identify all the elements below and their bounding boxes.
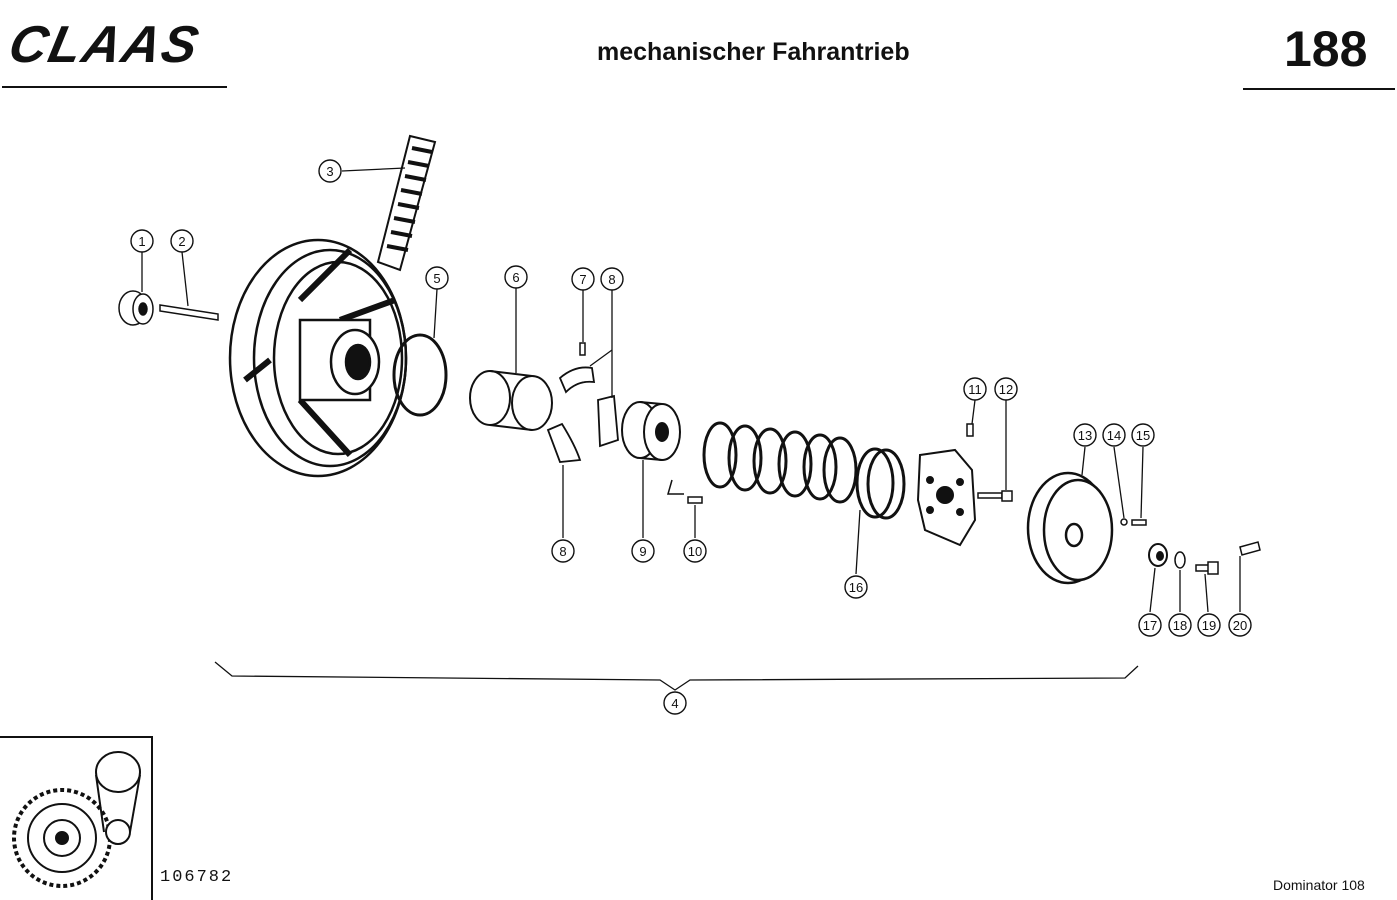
callout-8-bottom: 8 bbox=[551, 539, 575, 563]
svg-text:14: 14 bbox=[1107, 428, 1121, 443]
part-2-key bbox=[159, 304, 219, 321]
callout-16: 16 bbox=[844, 575, 868, 599]
location-thumbnail bbox=[12, 751, 141, 888]
callout-7: 7 bbox=[571, 267, 595, 291]
part-17-bearing bbox=[1148, 543, 1168, 567]
svg-text:2: 2 bbox=[178, 234, 185, 249]
compression-spring bbox=[702, 421, 858, 504]
svg-text:13: 13 bbox=[1078, 428, 1092, 443]
svg-text:17: 17 bbox=[1143, 618, 1157, 633]
callout-4: 4 bbox=[663, 691, 687, 715]
callout-17: 17 bbox=[1138, 613, 1162, 637]
header-rule-left bbox=[2, 86, 227, 88]
callout-11: 11 bbox=[963, 377, 987, 401]
svg-text:20: 20 bbox=[1233, 618, 1247, 633]
callout-14: 14 bbox=[1102, 423, 1126, 447]
part-5-o-ring bbox=[392, 333, 448, 417]
svg-text:5: 5 bbox=[433, 271, 440, 286]
svg-text:18: 18 bbox=[1173, 618, 1187, 633]
svg-text:9: 9 bbox=[639, 544, 646, 559]
part-7-pin bbox=[579, 342, 586, 356]
callout-3: 3 bbox=[318, 159, 342, 183]
page-title: mechanischer Fahrantrieb bbox=[597, 38, 910, 66]
svg-text:4: 4 bbox=[671, 696, 678, 711]
model-label: Dominator 108 bbox=[1273, 877, 1365, 893]
part-8-segments bbox=[546, 366, 619, 463]
part-6-sleeve bbox=[469, 370, 553, 431]
svg-text:16: 16 bbox=[849, 580, 863, 595]
svg-text:19: 19 bbox=[1202, 618, 1216, 633]
svg-text:8: 8 bbox=[559, 544, 566, 559]
callout-1: 1 bbox=[130, 229, 154, 253]
header-rule-right bbox=[1243, 88, 1395, 90]
callout-15: 15 bbox=[1131, 423, 1155, 447]
part-20-plate bbox=[1239, 541, 1261, 556]
callout-6: 6 bbox=[504, 265, 528, 289]
part-3-belt bbox=[376, 134, 437, 272]
drive-pulley bbox=[228, 238, 408, 478]
page-number: 188 bbox=[1284, 21, 1368, 77]
part-16-rings bbox=[855, 447, 906, 520]
callout-19: 19 bbox=[1197, 613, 1221, 637]
callout-9: 9 bbox=[631, 539, 655, 563]
callout-5: 5 bbox=[425, 266, 449, 290]
part-14-washer bbox=[1120, 518, 1128, 526]
part-10-pin bbox=[667, 479, 703, 504]
drawing-number: 106782 bbox=[160, 868, 234, 887]
svg-text:10: 10 bbox=[688, 544, 702, 559]
part-11-pin bbox=[966, 423, 974, 437]
callout-12: 12 bbox=[994, 377, 1018, 401]
part-15-bolt bbox=[1131, 519, 1147, 526]
callout-13: 13 bbox=[1073, 423, 1097, 447]
part-1-bushing bbox=[118, 290, 154, 326]
callout-20: 20 bbox=[1228, 613, 1252, 637]
svg-text:6: 6 bbox=[512, 270, 519, 285]
svg-text:12: 12 bbox=[999, 382, 1013, 397]
leader-lines bbox=[141, 167, 1241, 613]
svg-text:15: 15 bbox=[1136, 428, 1150, 443]
spider-flange bbox=[916, 448, 977, 547]
svg-text:8: 8 bbox=[608, 272, 615, 287]
callout-8-top: 8 bbox=[600, 267, 624, 291]
callout-18: 18 bbox=[1168, 613, 1192, 637]
svg-text:7: 7 bbox=[579, 272, 586, 287]
part-18-washer bbox=[1174, 551, 1186, 569]
thumbnail-frame bbox=[0, 736, 153, 900]
group-4-brace bbox=[214, 661, 1139, 691]
part-12-bolt bbox=[977, 490, 1013, 502]
part-19-bolt bbox=[1195, 561, 1219, 575]
svg-text:11: 11 bbox=[968, 382, 982, 397]
callout-2: 2 bbox=[170, 229, 194, 253]
callout-10: 10 bbox=[683, 539, 707, 563]
svg-text:3: 3 bbox=[326, 164, 333, 179]
part-9-hub bbox=[621, 401, 681, 461]
part-13-cover bbox=[1026, 471, 1114, 585]
svg-text:1: 1 bbox=[138, 234, 145, 249]
